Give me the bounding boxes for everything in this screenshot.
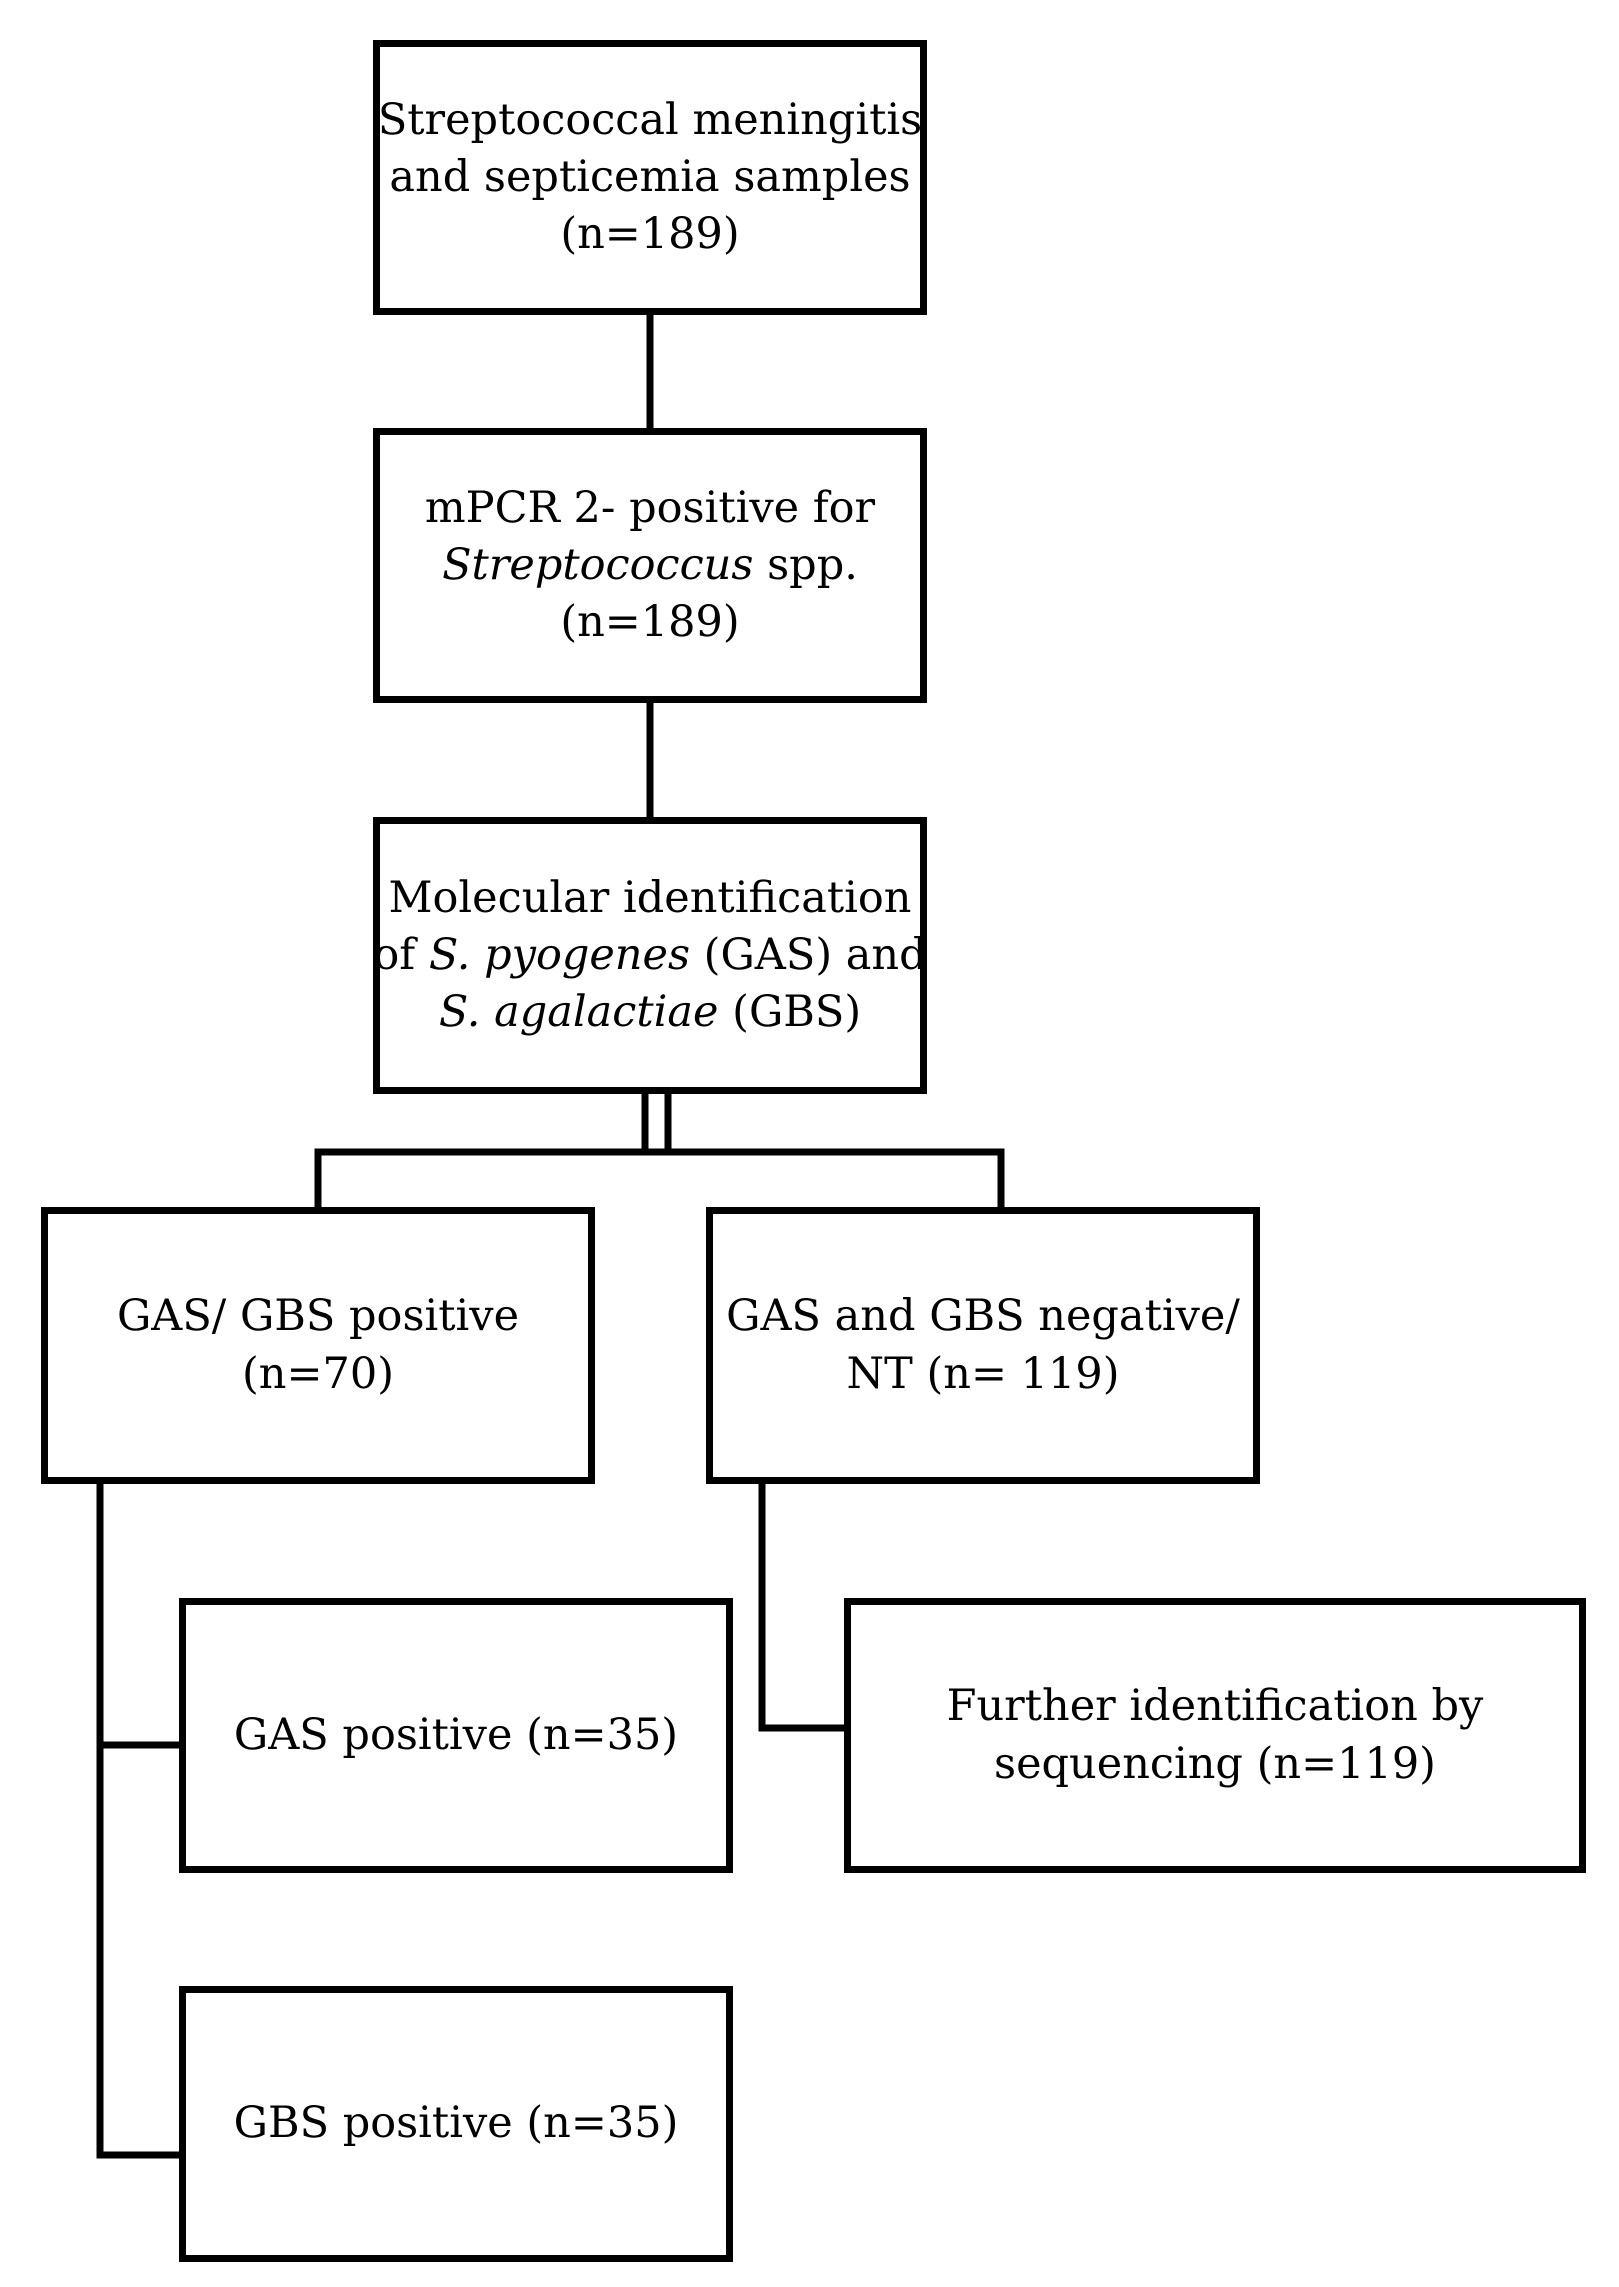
box-molecular-agalactiae: S. agalactiae — [438, 987, 719, 1038]
box-samples-line-3: (n=189) — [560, 209, 740, 260]
box-sequencing-line-1: Further identification by — [946, 1681, 1484, 1732]
box-mpcr-line-3: (n=189) — [560, 597, 740, 648]
box-mpcr-line-2: Streptococcus spp. — [442, 537, 858, 594]
box-gbs-line-1: GBS positive (n=35) — [233, 2098, 679, 2149]
box-mpcr-spp: spp. — [753, 539, 858, 590]
box-molecular-identification: Molecular identification of S. pyogenes … — [373, 817, 927, 1094]
box-molecular-gbs: (GBS) — [718, 987, 862, 1038]
box-samples-line-1: Streptococcal meningitis — [377, 94, 923, 145]
box-negative-line-2: NT (n= 119) — [846, 1348, 1120, 1399]
box-molecular-pyogenes: S. pyogenes — [428, 929, 691, 980]
box-negative-line-1: GAS and GBS negative/ — [726, 1291, 1240, 1342]
box-molecular-of: of — [373, 929, 429, 980]
box-molecular-line-3: S. agalactiae (GBS) — [439, 984, 861, 1041]
box-mpcr-line-1: mPCR 2- positive for — [424, 482, 876, 533]
box-molecular-gas-and: (GAS) and — [690, 929, 927, 980]
box-positive-line-2: (n=70) — [242, 1348, 394, 1399]
box-further-sequencing: Further identification by sequencing (n=… — [844, 1598, 1586, 1873]
box-mpcr-genus: Streptococcus — [442, 539, 754, 590]
box-gbs-positive: GBS positive (n=35) — [179, 1986, 733, 2262]
box-samples-line-2: and septicemia samples — [389, 151, 911, 202]
box-samples: Streptococcal meningitis and septicemia … — [373, 40, 927, 315]
box-mpcr: mPCR 2- positive for Streptococcus spp. … — [373, 428, 927, 703]
box-gas-gbs-negative: GAS and GBS negative/ NT (n= 119) — [706, 1207, 1260, 1484]
box-positive-line-1: GAS/ GBS positive — [116, 1291, 520, 1342]
box-sequencing-line-2: sequencing (n=119) — [994, 1738, 1436, 1789]
box-gas-gbs-positive: GAS/ GBS positive (n=70) — [41, 1207, 595, 1484]
box-gas-positive: GAS positive (n=35) — [179, 1598, 733, 1873]
box-molecular-line-1: Molecular identification — [388, 872, 912, 923]
box-molecular-line-2: of S. pyogenes (GAS) and — [373, 927, 926, 984]
box-gas-line-1: GAS positive (n=35) — [233, 1709, 679, 1760]
